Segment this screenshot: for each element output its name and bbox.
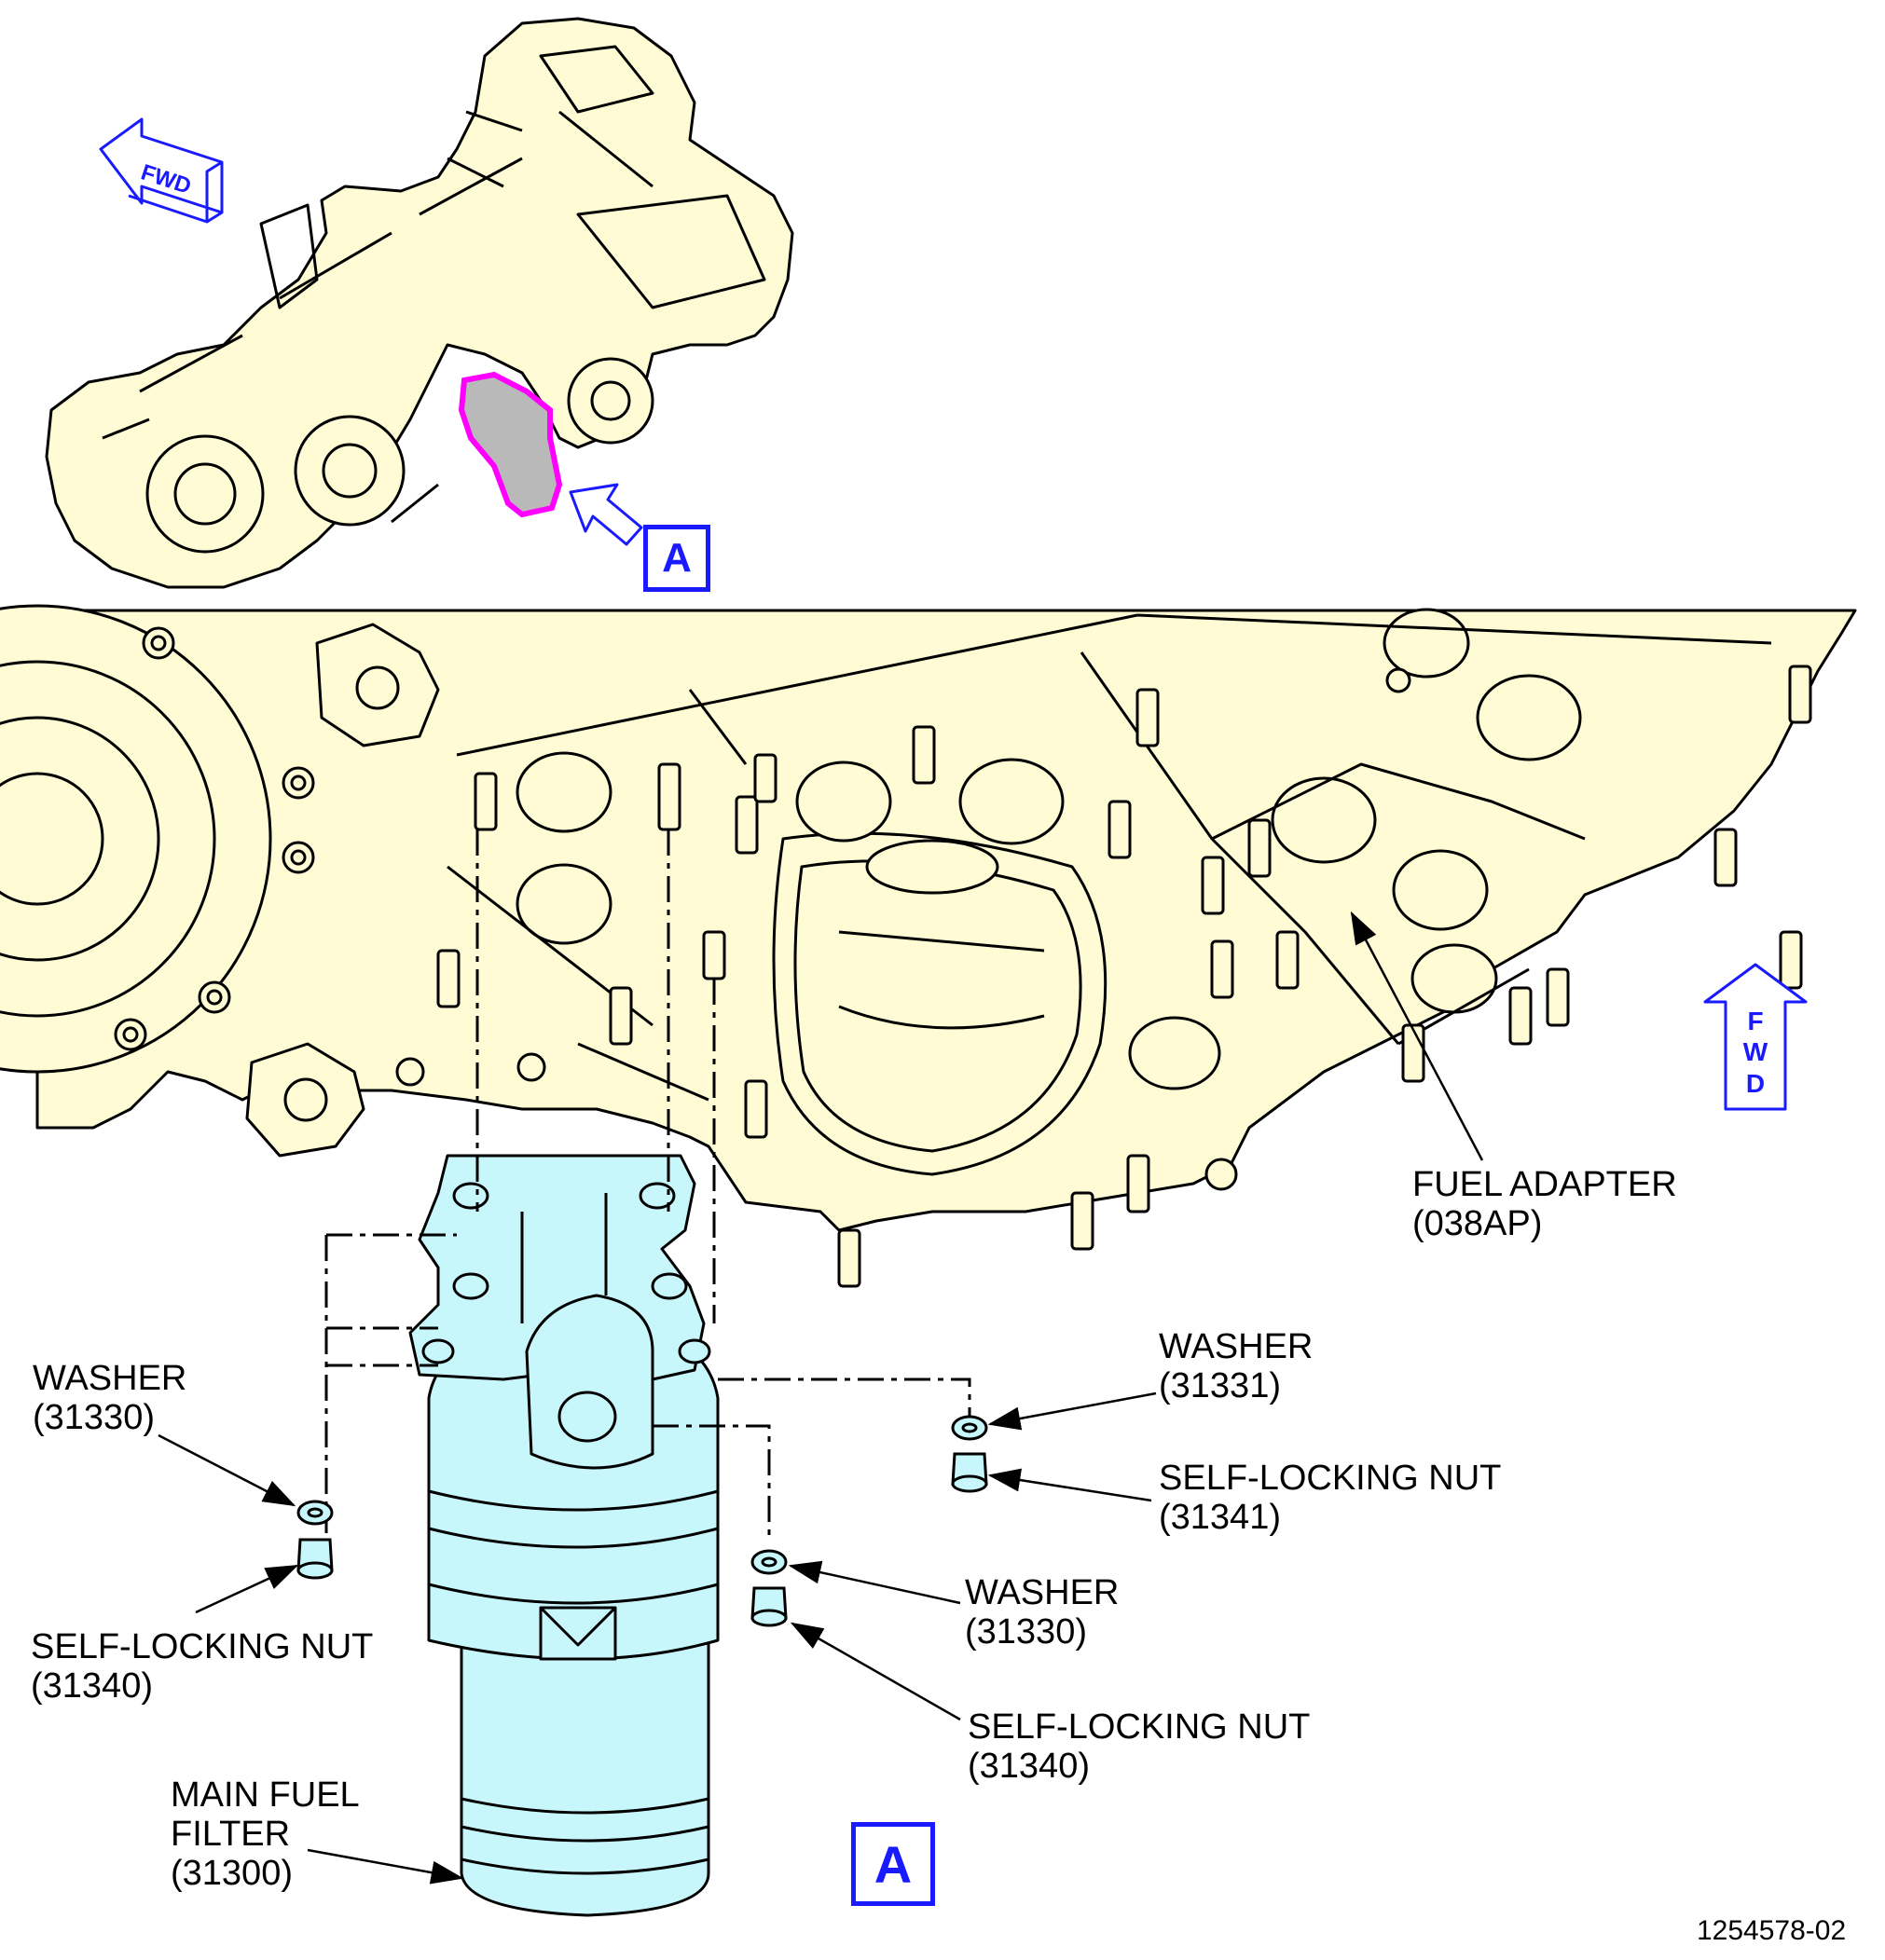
label-washer-right-top: WASHER (31331) [1159, 1327, 1313, 1405]
label-fuel-adapter-code: (038AP) [1412, 1204, 1543, 1243]
label-nut-right-top-code: (31341) [1159, 1498, 1281, 1537]
label-fuel-adapter: FUEL ADAPTER (038AP) [1412, 1165, 1677, 1243]
label-nut-left-code: (31340) [31, 1666, 153, 1706]
document-number: 1254578-02 [1697, 1915, 1847, 1946]
label-washer-left-code: (31330) [33, 1398, 155, 1437]
label-washer-right-mid-code: (31330) [965, 1612, 1087, 1652]
view-ref-box-bottom: A [851, 1822, 935, 1906]
label-washer-left: WASHER (31330) [33, 1359, 186, 1437]
view-ref-top: A [662, 535, 692, 581]
overview-filter [458, 371, 563, 518]
label-main-filter-code: (31300) [171, 1854, 293, 1893]
assembly-dash-lines [324, 829, 971, 1542]
label-washer-right-top-code: (31331) [1159, 1366, 1281, 1405]
view-arrow [569, 483, 643, 546]
label-washer-right-mid-name: WASHER [965, 1573, 1120, 1612]
label-main-filter: MAIN FUEL FILTER (31300) [171, 1775, 360, 1893]
main-fuel-filter [408, 1154, 720, 1917]
fwd-arrow-side [1703, 963, 1808, 1111]
fwd-arrow-top [99, 117, 224, 224]
label-main-filter-line1: MAIN FUEL [171, 1775, 360, 1815]
fwd-side-w: W [1743, 1037, 1768, 1066]
leader-lines [158, 911, 1484, 1885]
view-ref-box-top: A [643, 525, 710, 592]
label-washer-right-mid: WASHER (31330) [965, 1573, 1119, 1652]
label-washer-right-top-name: WASHER [1159, 1327, 1314, 1366]
view-ref-bottom: A [874, 1834, 913, 1894]
studs [436, 665, 1812, 1288]
label-nut-right-bottom-name: SELF-LOCKING NUT [968, 1707, 1311, 1747]
label-nut-right-top: SELF-LOCKING NUT (31341) [1159, 1459, 1501, 1537]
fuel-adapter-plate [0, 604, 1857, 1232]
overview-filter-highlight [458, 371, 563, 518]
label-fuel-adapter-name: FUEL ADAPTER [1412, 1165, 1677, 1204]
label-nut-left: SELF-LOCKING NUT (31340) [31, 1627, 373, 1706]
engine-overview [45, 17, 794, 589]
fwd-side-d: D [1746, 1069, 1765, 1098]
label-nut-left-name: SELF-LOCKING NUT [31, 1627, 374, 1666]
label-nut-right-bottom: SELF-LOCKING NUT (31340) [968, 1707, 1310, 1786]
label-washer-left-name: WASHER [33, 1359, 187, 1398]
fwd-side-f: F [1747, 1007, 1763, 1035]
label-nut-right-top-name: SELF-LOCKING NUT [1159, 1459, 1502, 1498]
label-main-filter-line2: FILTER [171, 1815, 291, 1854]
label-nut-right-bottom-code: (31340) [968, 1747, 1090, 1786]
